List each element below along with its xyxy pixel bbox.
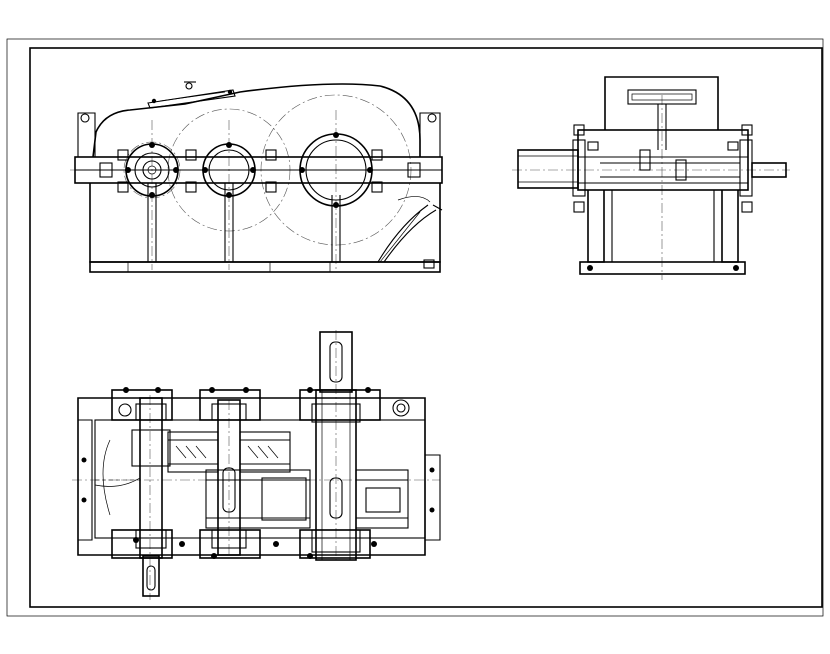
top-view	[72, 330, 441, 600]
inner-border	[29, 47, 823, 608]
side-view	[512, 76, 790, 280]
front-view	[70, 81, 443, 273]
outer-border	[6, 38, 824, 617]
